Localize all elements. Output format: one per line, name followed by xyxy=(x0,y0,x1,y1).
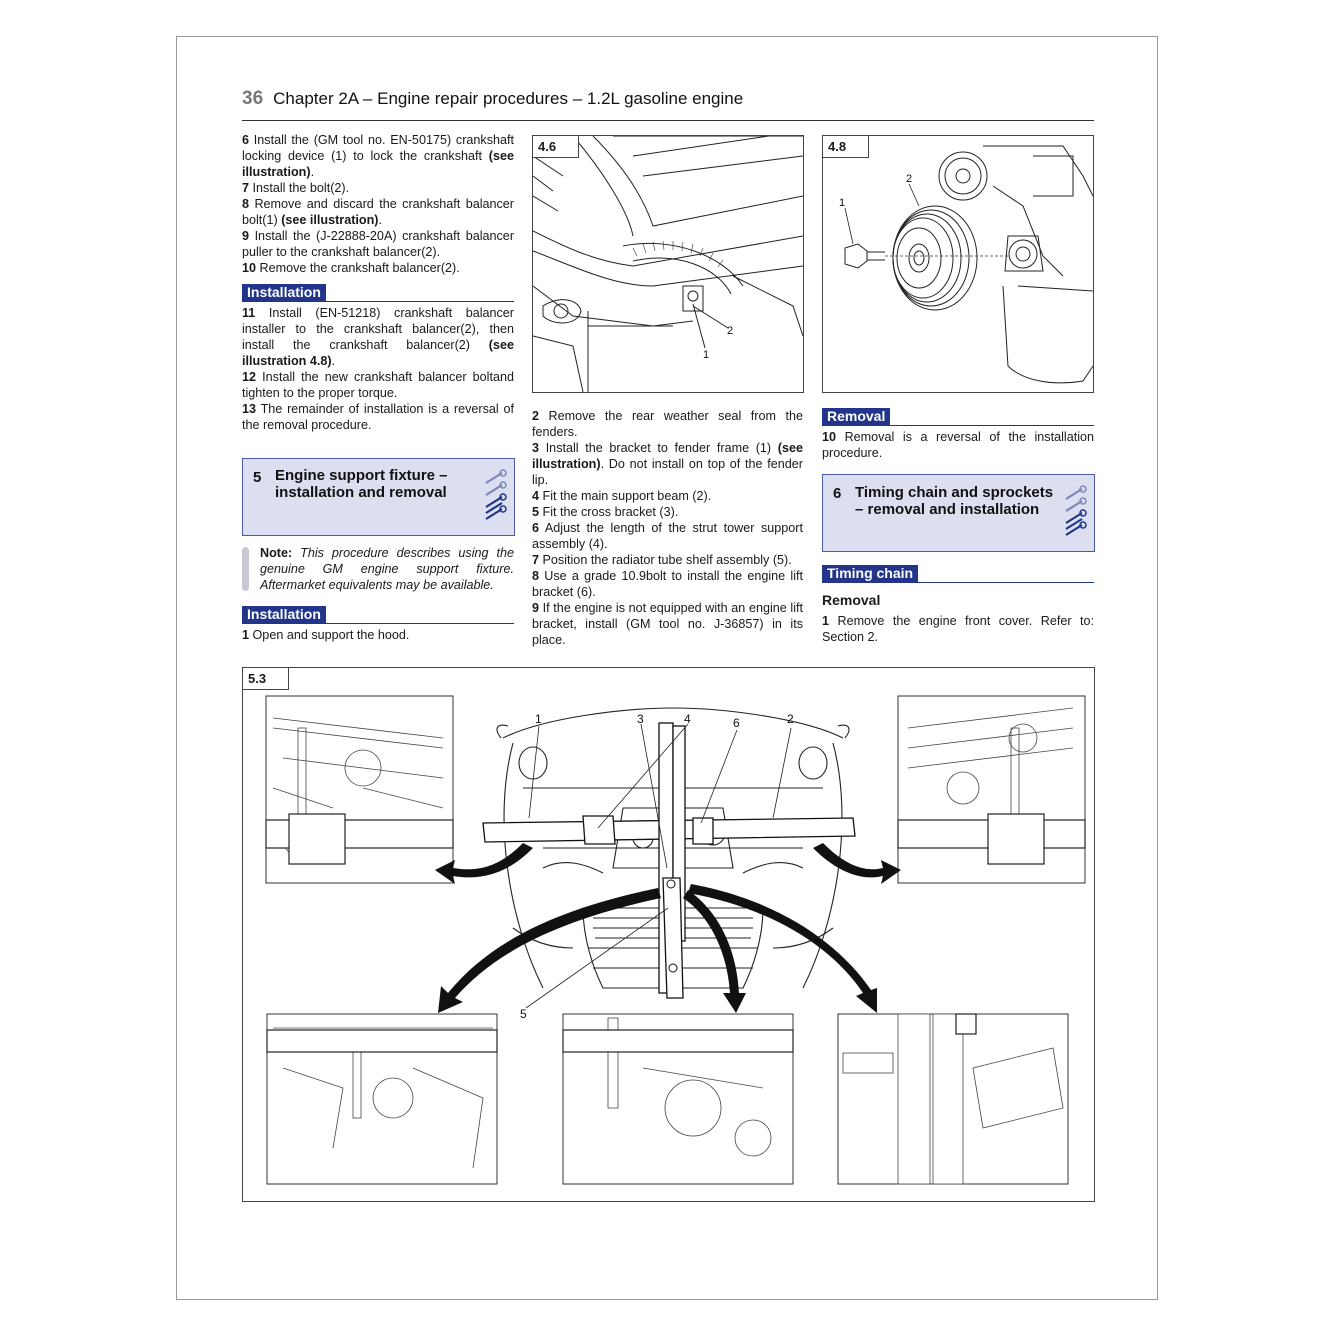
callout-3: 3 xyxy=(637,712,644,726)
callout-1: 1 xyxy=(703,349,709,361)
figure-4-8: 2 1 4.8 xyxy=(822,135,1094,393)
callout-2: 2 xyxy=(906,173,912,185)
section-heading-installation: Installation xyxy=(242,284,514,302)
figure-4-8-drawing: 2 1 xyxy=(839,145,1093,384)
difficulty-wrench-icon xyxy=(485,469,507,520)
column-3: Removal 10 Removal is a reversal of the … xyxy=(822,408,1094,461)
callout-2: 2 xyxy=(787,712,794,726)
section-box-5: 5 Engine support fixture – installation … xyxy=(242,458,515,536)
page-number: 36 xyxy=(242,88,264,109)
step-10: 10 Removal is a reversal of the installa… xyxy=(822,430,1095,460)
column-3-timing: Timing chain Removal 1 Remove the engine… xyxy=(822,565,1094,645)
difficulty-wrench-icon xyxy=(1065,485,1087,536)
note-block: Note: This procedure describes using the… xyxy=(242,545,514,593)
chapter-title: Chapter 2A – Engine repair procedures – … xyxy=(273,89,744,108)
section-heading-installation-2: Installation xyxy=(242,606,514,624)
step-item: 7 Position the radiator tube shelf assem… xyxy=(532,553,792,567)
step-list: 11 Install (EN-51218) crankshaft balance… xyxy=(242,305,514,433)
step-item: 3 Install the bracket to fender frame (1… xyxy=(532,441,804,487)
note-label: Note: xyxy=(260,546,293,560)
note-text: This procedure describes using the genui… xyxy=(260,546,515,592)
step-item: 9 Install the (J-22888-20A) crankshaft b… xyxy=(242,229,515,259)
step-item: 6 Adjust the length of the strut tower s… xyxy=(532,521,803,551)
step-1: 1 Remove the engine front cover. Refer t… xyxy=(822,614,1094,644)
section-title: Engine support fixture – installation an… xyxy=(275,467,448,501)
step-item: 10 Remove the crankshaft balancer(2). xyxy=(242,261,460,275)
page-header: 36 Chapter 2A – Engine repair procedures … xyxy=(242,86,1094,121)
figure-label: 5.3 xyxy=(243,668,289,690)
column-1-install-2: Installation 1 Open and support the hood… xyxy=(242,606,514,643)
figure-label: 4.6 xyxy=(533,136,579,158)
step-item: 8 Use a grade 10.9bolt to install the en… xyxy=(532,569,803,599)
step-item: 9 If the engine is not equipped with an … xyxy=(532,601,804,647)
figure-4-6: 2 1 4.6 xyxy=(532,135,804,393)
callout-5: 5 xyxy=(520,1007,527,1021)
callout-1: 1 xyxy=(535,712,542,726)
step-item: 4 Fit the main support beam (2). xyxy=(532,489,712,503)
figure-label: 4.8 xyxy=(823,136,869,158)
section-box-6: 6 Timing chain and sprockets – removal a… xyxy=(822,474,1095,552)
column-1-top: 6 Install the (GM tool no. EN-50175) cra… xyxy=(242,132,514,276)
callout-2: 2 xyxy=(727,325,733,337)
section-number: 5 xyxy=(253,469,262,486)
step-1: 1 Open and support the hood. xyxy=(242,628,410,642)
figure-4-6-drawing: 2 1 xyxy=(533,136,803,392)
section-title: Timing chain and sprockets – removal and… xyxy=(855,484,1054,518)
step-item: 8 Remove and discard the crankshaft bala… xyxy=(242,197,515,227)
note-bar xyxy=(242,547,249,591)
callout-1: 1 xyxy=(839,197,845,209)
step-item: 13 The remainder of installation is a re… xyxy=(242,402,514,432)
column-2: 2 Remove the rear weather seal from the … xyxy=(532,408,803,648)
step-item: 6 Install the (GM tool no. EN-50175) cra… xyxy=(242,133,515,179)
callout-4: 4 xyxy=(684,712,691,726)
callout-6: 6 xyxy=(733,716,740,730)
step-item: 7 Install the bolt(2). xyxy=(242,181,350,195)
step-list: 2 Remove the rear weather seal from the … xyxy=(532,408,803,648)
step-list: 6 Install the (GM tool no. EN-50175) cra… xyxy=(242,132,514,276)
section-number: 6 xyxy=(833,485,842,502)
subheading-removal: Removal xyxy=(822,592,881,608)
section-heading-removal: Removal xyxy=(822,408,1094,426)
step-item: 11 Install (EN-51218) crankshaft balance… xyxy=(242,306,515,368)
step-item: 2 Remove the rear weather seal from the … xyxy=(532,409,803,439)
section-heading-timing-chain: Timing chain xyxy=(822,565,1094,583)
step-item: 5 Fit the cross bracket (3). xyxy=(532,505,679,519)
figure-5-3: 1 3 4 6 2 5 5.3 xyxy=(242,667,1095,1202)
step-item: 12 Install the new crankshaft balancer b… xyxy=(242,370,514,400)
figure-5-3-drawing: 1 3 4 6 2 5 xyxy=(265,695,1086,1185)
column-1-install: Installation 11 Install (EN-51218) crank… xyxy=(242,284,514,433)
